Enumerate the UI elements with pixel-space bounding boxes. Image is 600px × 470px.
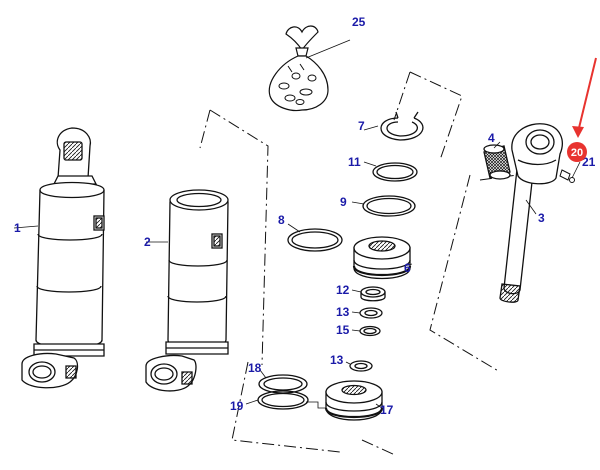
callout-13-lower: 13 (330, 353, 344, 367)
seal-12 (360, 286, 386, 302)
seal-13-lower (349, 360, 373, 372)
callout-18: 18 (248, 361, 262, 375)
cylinder-barrel (145, 189, 229, 392)
callout-6: 6 (404, 261, 411, 275)
callout-19: 19 (230, 399, 244, 413)
highlight-badge-label: 20 (571, 147, 583, 159)
grease-nipple (559, 169, 575, 183)
callout-9: 9 (340, 195, 347, 209)
callout-21: 21 (582, 155, 596, 169)
callout-13-upper: 13 (336, 305, 350, 319)
callout-8: 8 (278, 213, 285, 227)
highlight-badge (567, 142, 587, 162)
hydraulic-cylinder-assembly (21, 127, 105, 389)
callout-17: 17 (380, 403, 394, 417)
backup-ring-9 (362, 195, 416, 217)
seal-13-upper (359, 307, 383, 319)
seal-15 (359, 325, 381, 337)
o-ring-11 (372, 162, 418, 182)
piston-head (352, 236, 412, 280)
highlight-arrow (577, 57, 597, 133)
bushing (483, 144, 511, 180)
o-ring-19 (257, 390, 309, 410)
callout-15: 15 (336, 323, 350, 337)
snap-ring (380, 111, 424, 141)
leader-lines (13, 125, 581, 409)
o-ring-8 (287, 228, 343, 252)
parts-bag (268, 25, 329, 112)
arrow-head-icon (572, 126, 584, 138)
highlight-marker: 20 (567, 57, 597, 162)
callout-7: 7 (358, 119, 365, 133)
callout-2: 2 (144, 235, 151, 249)
callout-4: 4 (488, 131, 495, 145)
callout-3: 3 (538, 211, 545, 225)
callout-labels: 1 2 3 4 6 7 8 9 11 12 13 15 13 17 18 19 … (14, 15, 596, 417)
callout-11: 11 (348, 155, 361, 169)
gland-nut (324, 380, 384, 421)
callout-1: 1 (14, 221, 21, 235)
callout-12: 12 (336, 283, 350, 297)
callout-25: 25 (352, 15, 366, 29)
piston-rod (499, 123, 563, 303)
